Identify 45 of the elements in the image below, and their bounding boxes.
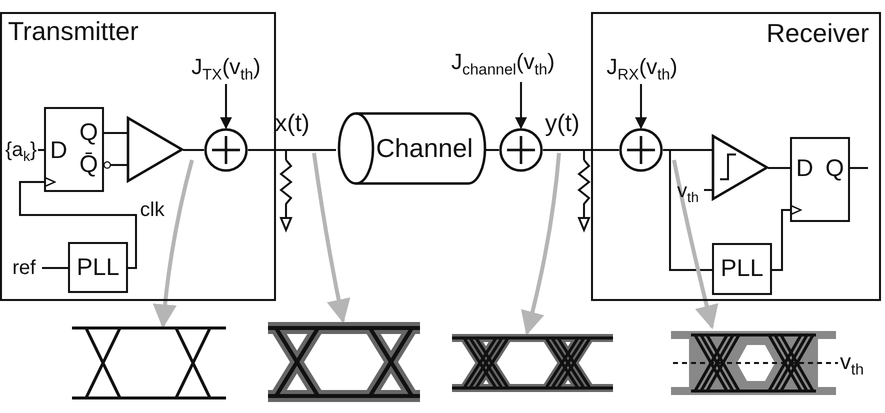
pin-label: D bbox=[50, 139, 68, 163]
block-frame bbox=[0, 12, 276, 301]
signal-label: y(t) bbox=[545, 112, 580, 136]
pin-label: Q bbox=[825, 157, 844, 181]
signal-label: {a$_{k}$} bbox=[4, 136, 38, 164]
clock-label: clk bbox=[140, 200, 164, 220]
jitter-source-label: J$_{TX}$(v$_{th}$) bbox=[176, 50, 276, 84]
wire bbox=[850, 167, 868, 169]
pll-block: PLL bbox=[712, 243, 772, 295]
arrow bbox=[220, 84, 232, 130]
wire bbox=[183, 149, 204, 151]
flip-flop-box bbox=[790, 137, 850, 222]
pll-block: PLL bbox=[68, 242, 128, 293]
wire bbox=[42, 267, 68, 269]
arrow bbox=[515, 82, 527, 130]
threshold-label: v$_{th}$ bbox=[840, 351, 864, 378]
threshold-label: v$_{th}$ bbox=[672, 176, 704, 206]
pointer-arrow bbox=[312, 152, 350, 324]
block-title: Transmitter bbox=[8, 18, 138, 44]
wire bbox=[103, 161, 127, 169]
jitter-source-label: J$_{channel}$(v$_{th}$) bbox=[428, 42, 578, 82]
arrow bbox=[635, 84, 647, 130]
arrow bbox=[772, 204, 802, 271]
pointer-arrow bbox=[672, 160, 718, 330]
wire bbox=[248, 149, 287, 160]
wire bbox=[663, 149, 712, 271]
signal-label: x(t) bbox=[275, 112, 310, 136]
pin-label: D bbox=[796, 157, 814, 181]
wire bbox=[768, 167, 790, 169]
wire bbox=[104, 132, 127, 134]
flip-flop-box bbox=[44, 107, 104, 192]
pin-label: Q bbox=[79, 121, 98, 145]
block-frame bbox=[591, 12, 881, 301]
pin-label: Q̄ bbox=[79, 153, 98, 177]
block-title: Receiver bbox=[766, 20, 869, 46]
jitter-source-label: J$_{RX}$(v$_{th}$) bbox=[594, 50, 690, 84]
pointer-arrow bbox=[152, 159, 194, 328]
wire bbox=[704, 189, 712, 191]
signal-label: ref bbox=[6, 256, 42, 280]
arrow bbox=[19, 176, 137, 269]
pointer-arrow bbox=[520, 152, 561, 336]
wire bbox=[38, 149, 44, 151]
wire bbox=[486, 149, 499, 151]
block-label: Channel bbox=[376, 135, 473, 161]
wire bbox=[543, 149, 585, 160]
